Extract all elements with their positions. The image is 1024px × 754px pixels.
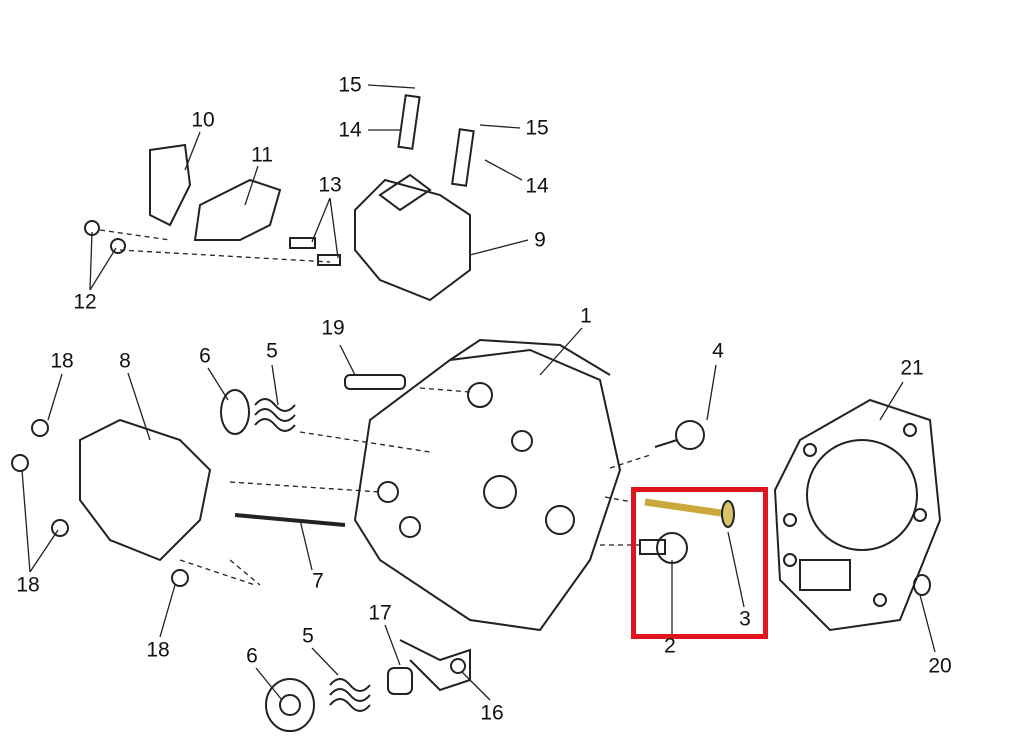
part-label: 18 [50, 349, 74, 373]
highlight-box [631, 487, 768, 639]
part-label: 5 [266, 339, 278, 363]
springs [220, 389, 471, 732]
rocker-assembly [84, 94, 475, 302]
part-label: 6 [246, 644, 258, 668]
part-label: 7 [312, 569, 324, 593]
part-label: 21 [900, 356, 924, 380]
part-label: 14 [525, 174, 549, 198]
part-label: 13 [318, 173, 342, 197]
part-label: 15 [525, 116, 549, 140]
part-label: 19 [321, 316, 345, 340]
part-label: 4 [712, 339, 724, 363]
part-label: 9 [534, 228, 546, 252]
rocker-bracket [11, 418, 346, 587]
part-label: 18 [16, 573, 40, 597]
part-label: 6 [199, 344, 211, 368]
part-label: 17 [368, 601, 392, 625]
part-label: 2 [664, 634, 676, 658]
valve [639, 498, 735, 564]
part-label: 3 [739, 607, 751, 631]
part-label: 10 [191, 108, 215, 132]
part-label: 20 [928, 654, 952, 678]
part-label: 8 [119, 349, 131, 373]
part-label: 16 [480, 701, 504, 725]
part-label: 11 [251, 143, 273, 167]
part-label: 5 [302, 624, 314, 648]
cylinder-head [344, 338, 705, 632]
part-label: 14 [338, 118, 362, 142]
part-label: 1 [580, 304, 592, 328]
head-gasket [773, 398, 942, 632]
part-label: 12 [73, 290, 97, 314]
part-label: 15 [338, 73, 362, 97]
leader-lines [21, 84, 936, 701]
part-label: 18 [146, 638, 170, 662]
